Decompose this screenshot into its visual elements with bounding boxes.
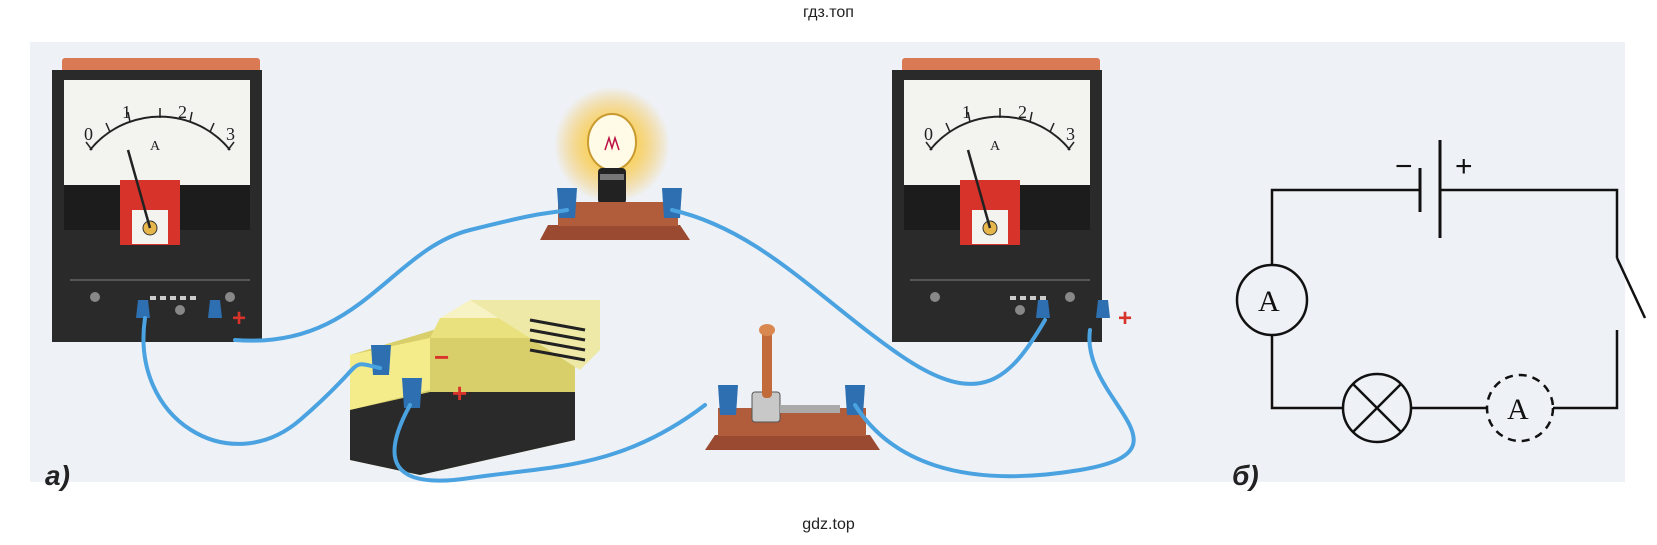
plus-sign: + [1118,305,1132,332]
scale-label-2: 2 [1018,102,1027,122]
battery-plus: + [452,378,467,408]
ammeter-symbol [1235,263,1309,337]
ammeter-alt-symbol [1485,373,1555,443]
clip-icon [1036,300,1050,318]
unit-label: A [150,139,161,154]
ammeter-alt-symbol-letter: A [1507,393,1529,426]
scale-label-3: 3 [226,124,235,144]
ammeter-symbol-letter: A [1258,285,1280,318]
switch [705,324,880,450]
scale-label-1: 1 [122,102,131,122]
schematic-plus: + [1455,150,1473,183]
scale-label-1: 1 [962,102,971,122]
wire [233,208,569,343]
wire [670,208,1047,386]
clip-icon [136,300,150,318]
ammeter-right: 0 1 2 3 A + [892,58,1132,342]
wire [141,316,382,446]
meter-needle [126,149,152,229]
unit-label: A [990,139,1001,154]
terminal-icon [402,378,422,408]
ammeter-left: 0 1 2 3 A + [52,58,262,342]
panel-b-label: б) [1232,460,1259,491]
schematic [1235,140,1647,444]
schematic-wire [1270,335,1343,410]
lamp [540,87,690,240]
switch-symbol [1615,257,1647,319]
battery: − + [350,300,600,475]
switch-handle [762,330,772,398]
terminal-icon [845,385,865,415]
scale-label-0: 0 [84,124,93,144]
ammeter-left-top [62,58,260,72]
plus-sign: + [232,305,246,332]
wires [141,208,1136,483]
battery-minus: − [434,342,449,372]
scale-label-2: 2 [178,102,187,122]
ammeter-right-top [902,58,1100,72]
panel-a-label: а) [45,460,70,491]
watermark-bottom: gdz.top [802,516,855,533]
scale-label-0: 0 [924,124,933,144]
schematic-wire [1553,330,1619,410]
schematic-wire [1270,188,1420,265]
lamp-base [540,225,690,240]
clip-icon [208,300,222,318]
meter-needle [966,149,992,229]
clip-icon [1096,300,1110,318]
terminal-icon [371,345,391,375]
terminal-icon [718,385,738,415]
terminal-icon [557,188,577,218]
scale-label-3: 3 [1066,124,1075,144]
wire [853,328,1136,479]
lightbulb-icon [587,113,637,171]
wire [392,403,707,483]
lamp-symbol [1341,372,1413,444]
schematic-wire [1440,188,1619,258]
watermark-top: гдз.топ [803,4,854,21]
schematic-minus: − [1395,150,1413,183]
